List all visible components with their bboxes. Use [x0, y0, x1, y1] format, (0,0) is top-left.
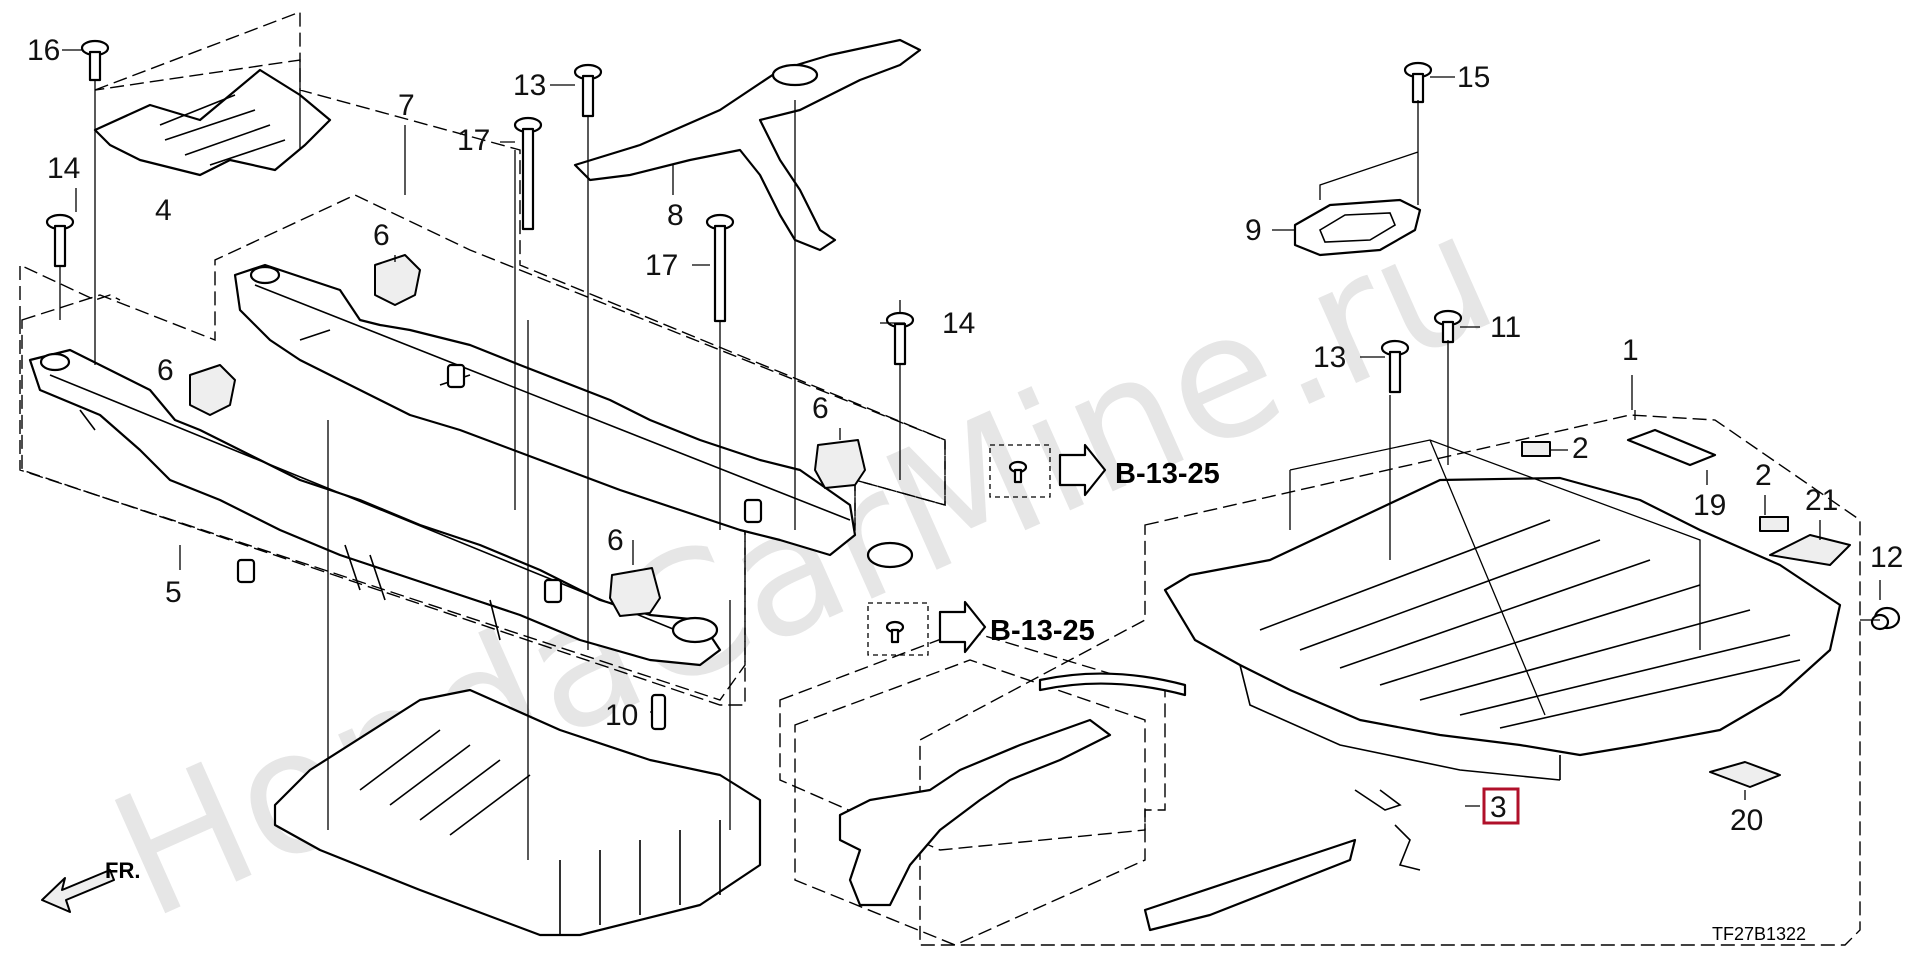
undercover-1 [1163, 476, 1842, 757]
callout-2: 2 [1572, 432, 1589, 465]
callout-6: 6 [373, 219, 390, 252]
undercover-leaders [1289, 340, 1880, 716]
power-unit [273, 688, 762, 937]
callout-4: 4 [155, 194, 172, 227]
plate-2b [1759, 516, 1789, 532]
callout-5: 5 [165, 576, 182, 609]
callout-20: 20 [1730, 804, 1763, 837]
seal-long [838, 718, 1112, 907]
frame-group [19, 10, 946, 937]
seal-kit-3-group [779, 629, 1421, 946]
callout-14: 14 [47, 152, 80, 185]
clip-ref-a [1008, 460, 1028, 484]
undercover-group [919, 340, 1880, 946]
front-direction-indicator: FR. [41, 858, 140, 913]
callout-11: 11 [1490, 311, 1521, 344]
callout-14: 14 [942, 307, 975, 340]
seal-19 [1626, 428, 1717, 467]
undercover-outline [919, 414, 1861, 946]
brace-8-hole [771, 63, 819, 87]
bolt-14a [45, 213, 75, 268]
brace-8 [573, 38, 922, 252]
bolt-16 [80, 39, 110, 82]
reference-b: B-13-25 [867, 600, 1095, 656]
callout-1: 1 [1622, 334, 1639, 367]
heat-shield-dash [94, 10, 301, 91]
bolt-17b [705, 213, 735, 323]
bolt-13a [573, 63, 603, 118]
callout-9: 9 [1245, 214, 1262, 247]
callout-10: 10 [605, 699, 638, 732]
callout-6: 6 [812, 392, 829, 425]
undercover-edge [1239, 664, 1561, 781]
clip-ref-b [885, 620, 905, 644]
crossmember-7-detail [254, 284, 851, 521]
seal-kit-outline-inner [794, 659, 1146, 946]
reference-label-b: B-13-25 [990, 615, 1095, 647]
callout-17: 17 [457, 124, 490, 157]
wire-clip-b [1394, 824, 1421, 871]
callout-7: 7 [398, 89, 415, 122]
bolts [45, 39, 1901, 731]
seal-strip-arc [1038, 672, 1187, 697]
callout-16: 16 [27, 34, 60, 67]
bolt-14b [885, 311, 915, 366]
bolt-17a [513, 116, 543, 231]
callout-15: 15 [1457, 61, 1490, 94]
nut-12 [1870, 606, 1901, 631]
seal-wedge [1143, 838, 1357, 932]
callout-17: 17 [645, 249, 678, 282]
mount-6c [814, 439, 866, 489]
callout-leaders [62, 49, 1881, 807]
callout-12: 12 [1870, 541, 1903, 574]
mount-6d [609, 567, 661, 617]
callout-6: 6 [607, 524, 624, 557]
callout-21: 21 [1805, 484, 1838, 517]
bolt-13b [1380, 339, 1410, 394]
callout-6: 6 [157, 354, 174, 387]
callout-13: 13 [513, 69, 546, 102]
mount-6b [189, 364, 236, 416]
callout-19: 19 [1693, 489, 1726, 522]
front-label: FR. [105, 858, 140, 883]
pin-10 [650, 693, 667, 731]
crossmember-5-detail [49, 374, 701, 641]
reference-a: B-13-25 [989, 443, 1220, 498]
plate-20 [1709, 761, 1781, 788]
highlight-box-3 [1482, 787, 1520, 825]
diagram-code: TF27B1322 [1712, 924, 1806, 944]
crossmember-bushings [39, 265, 914, 644]
plate-2a [1521, 441, 1551, 457]
callout-labels: 16 4 14 7 13 17 8 6 17 6 14 6 6 5 10 15 … [27, 34, 1903, 837]
callout-8: 8 [667, 199, 684, 232]
seal-kit-outline [779, 629, 1166, 851]
heat-shield-4 [93, 68, 332, 177]
mount-6a [374, 254, 421, 306]
seal-21 [1769, 534, 1851, 566]
undercover-ribs [1259, 519, 1801, 729]
bolt-15 [1403, 61, 1433, 104]
callout-13: 13 [1313, 341, 1346, 374]
front-arrow-icon [41, 869, 115, 913]
reference-label-a: B-13-25 [1115, 458, 1220, 490]
callout-3: 3 [1490, 791, 1507, 824]
frame-outline-main [21, 194, 946, 706]
wire-clip-a [1354, 789, 1402, 811]
power-unit-detail [359, 729, 721, 935]
vertical-leaders [59, 60, 901, 860]
bracket-9 [1293, 100, 1422, 257]
heat-shield-ribs [159, 94, 286, 166]
callout-2: 2 [1755, 459, 1772, 492]
